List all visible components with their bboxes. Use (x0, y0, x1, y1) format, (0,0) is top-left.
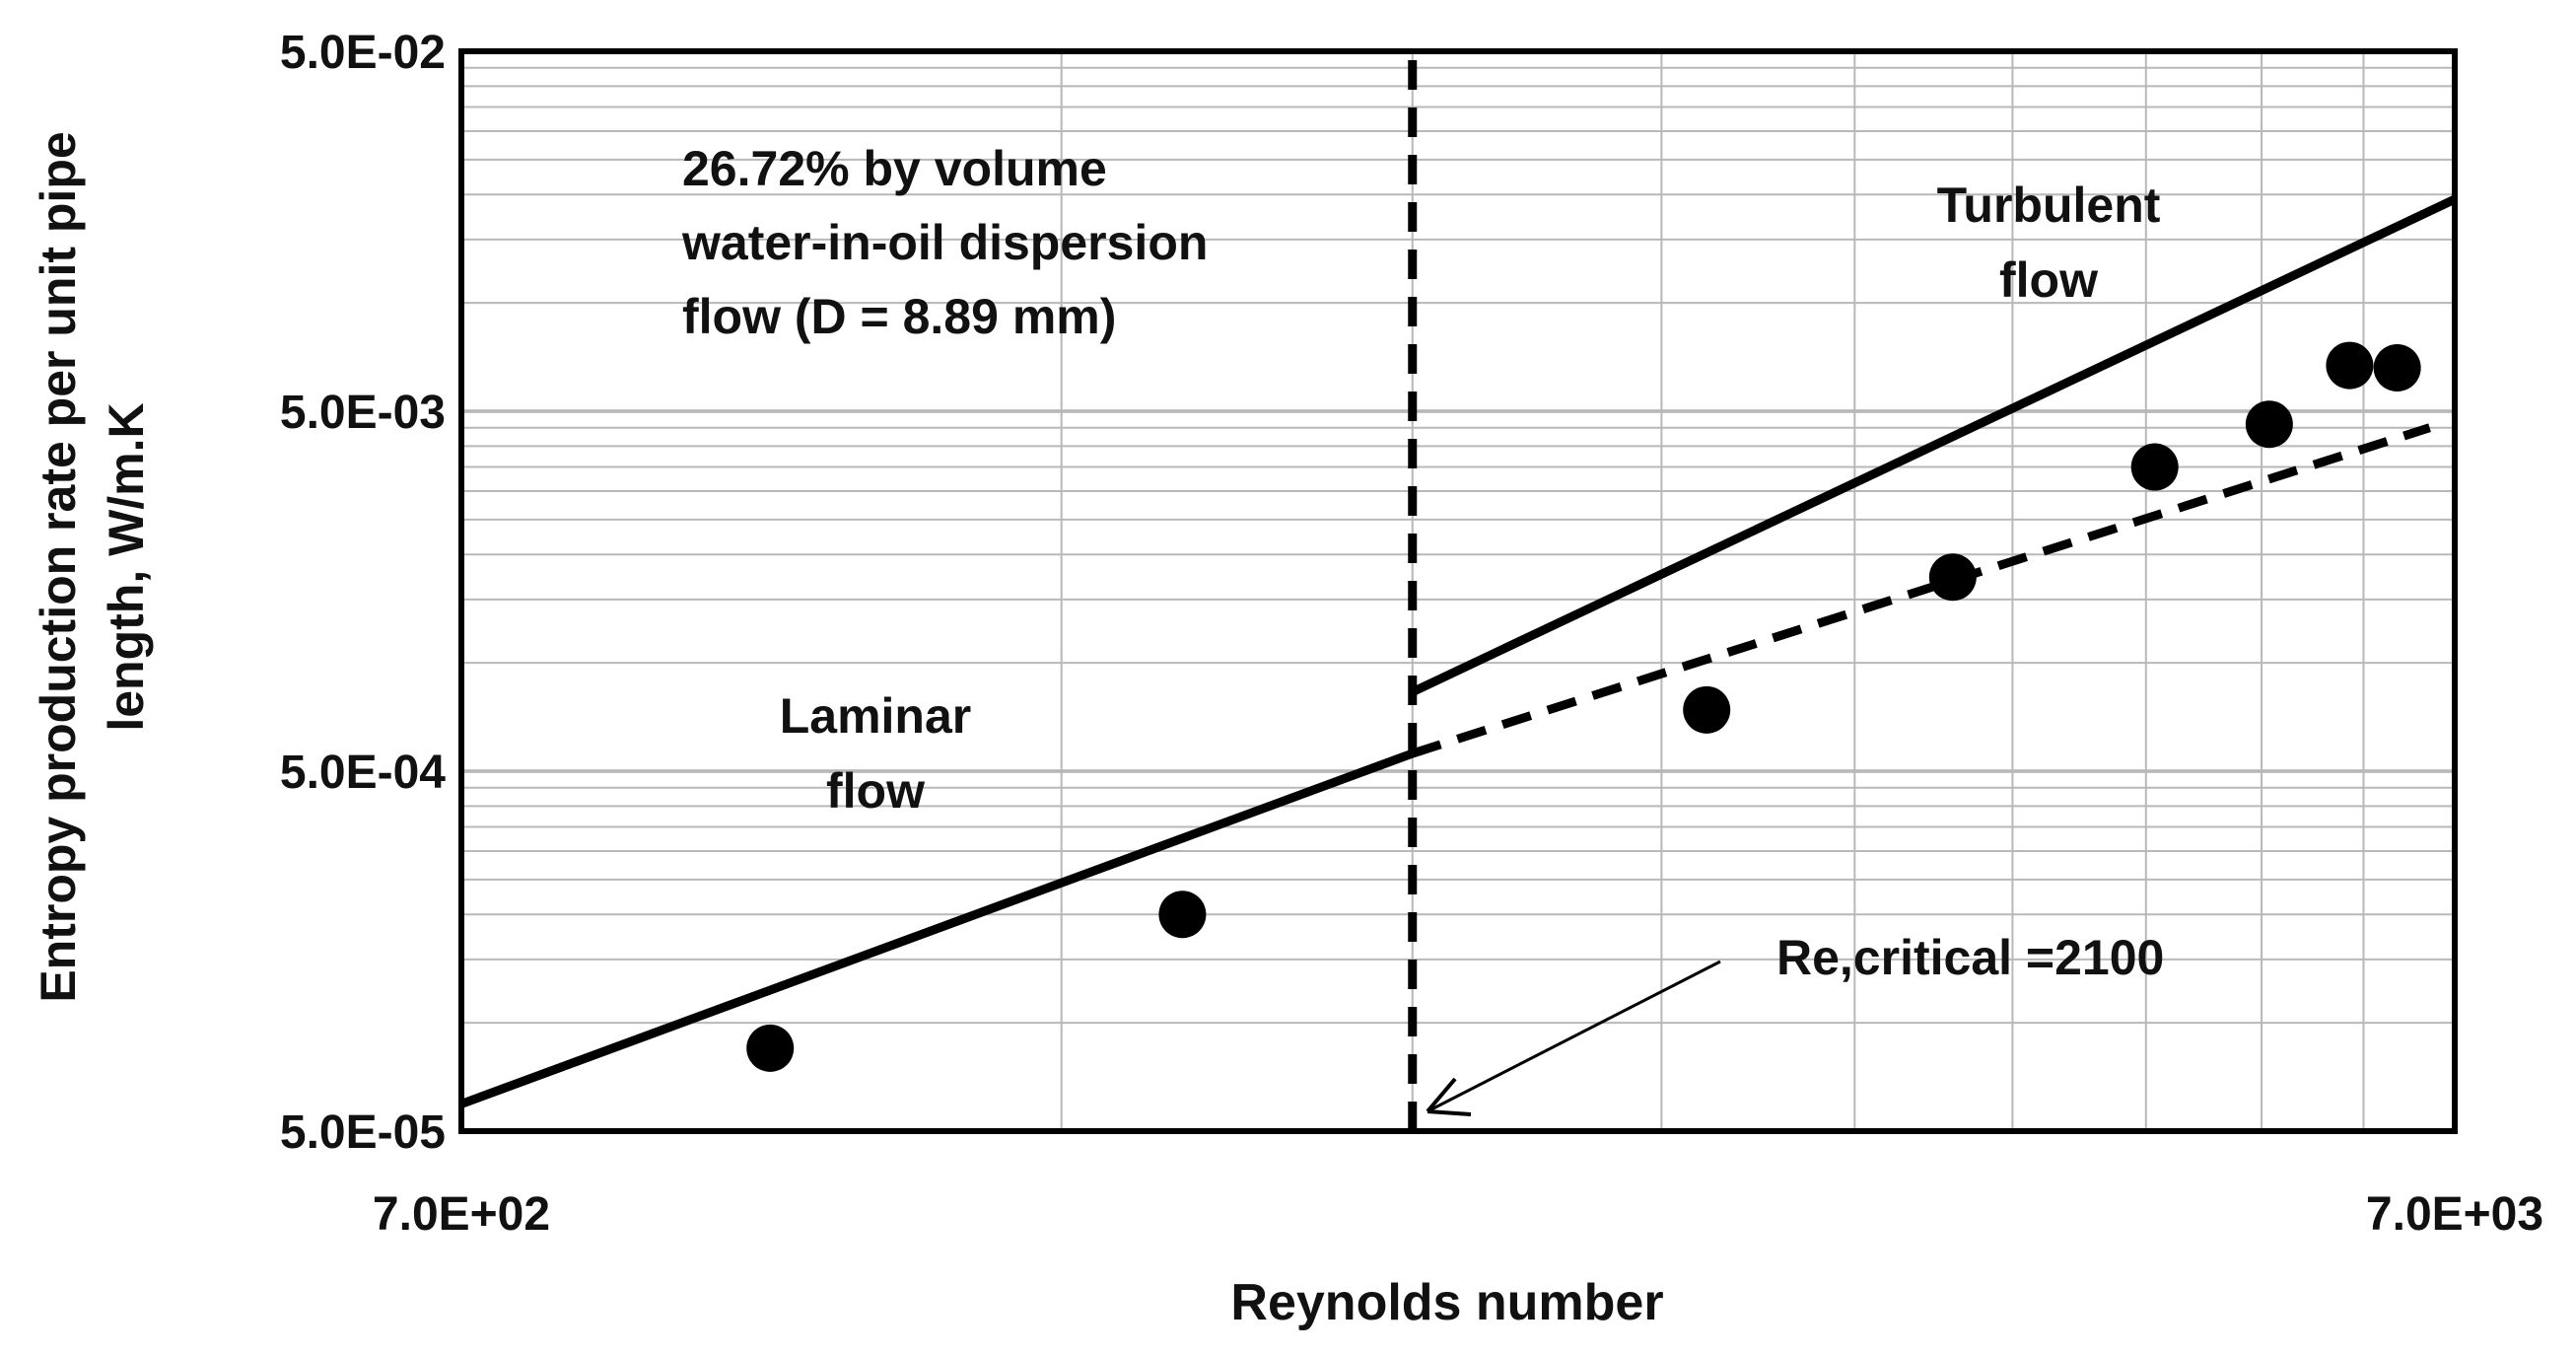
data-point (1158, 891, 1207, 939)
annotation-laminar: flow (826, 763, 925, 819)
annotation-critical: Re,critical =2100 (1776, 930, 2164, 985)
grid (461, 49, 2455, 1131)
line-laminar (459, 749, 1415, 1108)
data-point (746, 1024, 795, 1072)
annotation-turbulent: Turbulent (1937, 178, 2161, 233)
critical-arrow (1426, 960, 1721, 1116)
data-point (2130, 443, 2179, 491)
annotation-fluid: flow (D = 8.89 mm) (682, 289, 1116, 344)
y-tick-label: 5.0E-02 (280, 27, 446, 79)
data-point (1683, 685, 1731, 734)
line-turbulent (1410, 195, 2457, 696)
annotation-turbulent: flow (1999, 252, 2098, 308)
arrow-shaft (1427, 960, 1721, 1113)
annotation-fluid: water-in-oil dispersion (681, 215, 1208, 270)
data-point (2326, 341, 2374, 390)
line-turbulent-dashed (1411, 423, 2431, 758)
y-tick-label: 5.0E-05 (280, 1106, 446, 1159)
arrow-head (1426, 1077, 1472, 1116)
annotation-laminar: Laminar (780, 688, 972, 744)
x-tick-label: 7.0E+02 (373, 1188, 550, 1241)
data-point (2245, 400, 2293, 449)
plot-area (458, 48, 2458, 1134)
annotations: 26.72% by volume water-in-oil dispersion f… (681, 141, 2164, 985)
data-points (746, 341, 2421, 1072)
x-axis-label: Reynolds number (1230, 1274, 1663, 1331)
annotation-fluid: 26.72% by volume (682, 141, 1107, 196)
y-axis-label-line1: Entropy production rate per unit pipe (31, 131, 86, 1002)
data-point (2373, 343, 2421, 392)
data-point (1928, 553, 1977, 602)
y-tick-label: 5.0E-04 (280, 747, 446, 799)
x-tick-label: 7.0E+03 (2366, 1188, 2543, 1241)
tick-labels: 5.0E-05 5.0E-04 5.0E-03 5.0E-02 7.0E+02 7.0E+… (280, 27, 2543, 1241)
y-tick-label: 5.0E-03 (280, 387, 446, 439)
y-axis-label-line2: length, W/m.K (99, 402, 154, 731)
fit-lines (459, 51, 2457, 1131)
